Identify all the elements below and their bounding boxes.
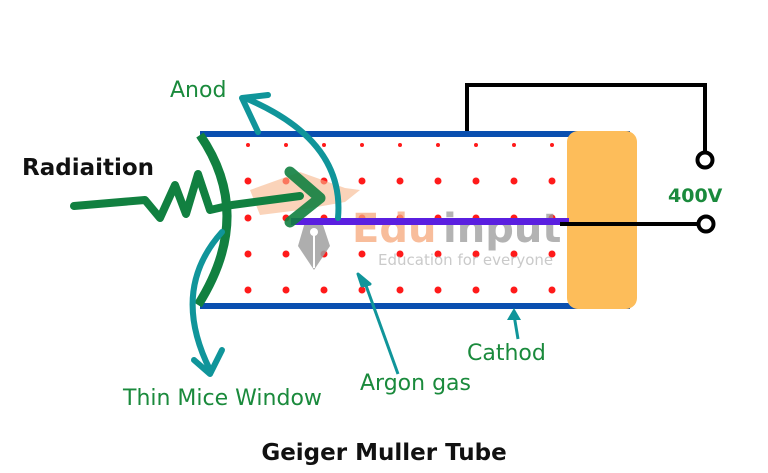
window-pointer-arrow xyxy=(189,229,225,373)
gas-dot xyxy=(396,286,404,294)
tube-end-cap xyxy=(567,131,637,309)
circuit-wire-top xyxy=(465,83,707,153)
watermark-brand-edu: Edu xyxy=(352,206,436,252)
gas-dot xyxy=(510,177,518,185)
gas-dot xyxy=(358,177,366,185)
gas-dot xyxy=(548,286,556,294)
terminal-upper xyxy=(695,150,715,170)
tube-top-wall xyxy=(200,131,630,137)
gas-dot xyxy=(284,143,288,147)
gas-dot xyxy=(548,177,556,185)
anode-pointer-arrowhead-icon xyxy=(239,92,271,135)
anode-wire xyxy=(291,218,569,225)
window-pointer-arrowhead-icon xyxy=(191,347,225,377)
diagram-title: Geiger Muller Tube xyxy=(261,440,506,466)
gas-dot xyxy=(434,177,442,185)
radiation-arrowhead-icon xyxy=(284,166,326,228)
gas-dot xyxy=(358,250,366,258)
gas-dot xyxy=(244,286,252,294)
gas-dot xyxy=(434,250,442,258)
label-radiation: Radiaition xyxy=(22,155,154,181)
gas-dot xyxy=(472,177,480,185)
watermark-tagline: Education for everyone xyxy=(378,251,553,269)
gas-dot xyxy=(434,286,442,294)
gas-dot xyxy=(246,143,250,147)
label-cathode: Cathod xyxy=(467,341,546,366)
terminal-lower xyxy=(696,214,716,234)
thin-mica-window xyxy=(194,132,232,308)
argon-pointer-arrow xyxy=(362,279,400,375)
radiation-arrow xyxy=(70,170,304,222)
watermark-hand-icon xyxy=(250,172,360,215)
argon-pointer-arrowhead-icon xyxy=(356,272,372,288)
label-voltage: 400V xyxy=(668,185,723,207)
gas-dot xyxy=(472,286,480,294)
gas-dot xyxy=(472,250,480,258)
gas-dot xyxy=(244,177,252,185)
gas-dot xyxy=(436,143,440,147)
gas-dot xyxy=(282,250,290,258)
label-argon-gas: Argon gas xyxy=(360,371,471,396)
label-thin-mica-window: Thin Mice Window xyxy=(122,386,322,411)
gas-dot xyxy=(396,250,404,258)
gas-dot xyxy=(322,143,326,147)
gas-dot xyxy=(282,286,290,294)
anode-pointer-arrow xyxy=(242,95,342,221)
gas-dot xyxy=(510,286,518,294)
watermark: Edu input Education for everyone xyxy=(250,172,561,270)
gas-dot xyxy=(550,143,554,147)
tube-bottom-wall xyxy=(200,303,630,309)
watermark-brand-input: input xyxy=(443,206,561,252)
gas-dot xyxy=(474,143,478,147)
gas-dot xyxy=(244,214,252,222)
gas-dot xyxy=(244,250,252,258)
cathode-pointer-arrowhead-icon xyxy=(507,308,521,320)
gas-dot xyxy=(320,286,328,294)
gas-dot xyxy=(358,286,366,294)
label-anode: Anod xyxy=(170,78,226,103)
gas-dot xyxy=(510,250,518,258)
gas-dot xyxy=(512,143,516,147)
gas-dot xyxy=(360,143,364,147)
gas-dot xyxy=(396,177,404,185)
gas-dot xyxy=(548,250,556,258)
gas-dot xyxy=(398,143,402,147)
